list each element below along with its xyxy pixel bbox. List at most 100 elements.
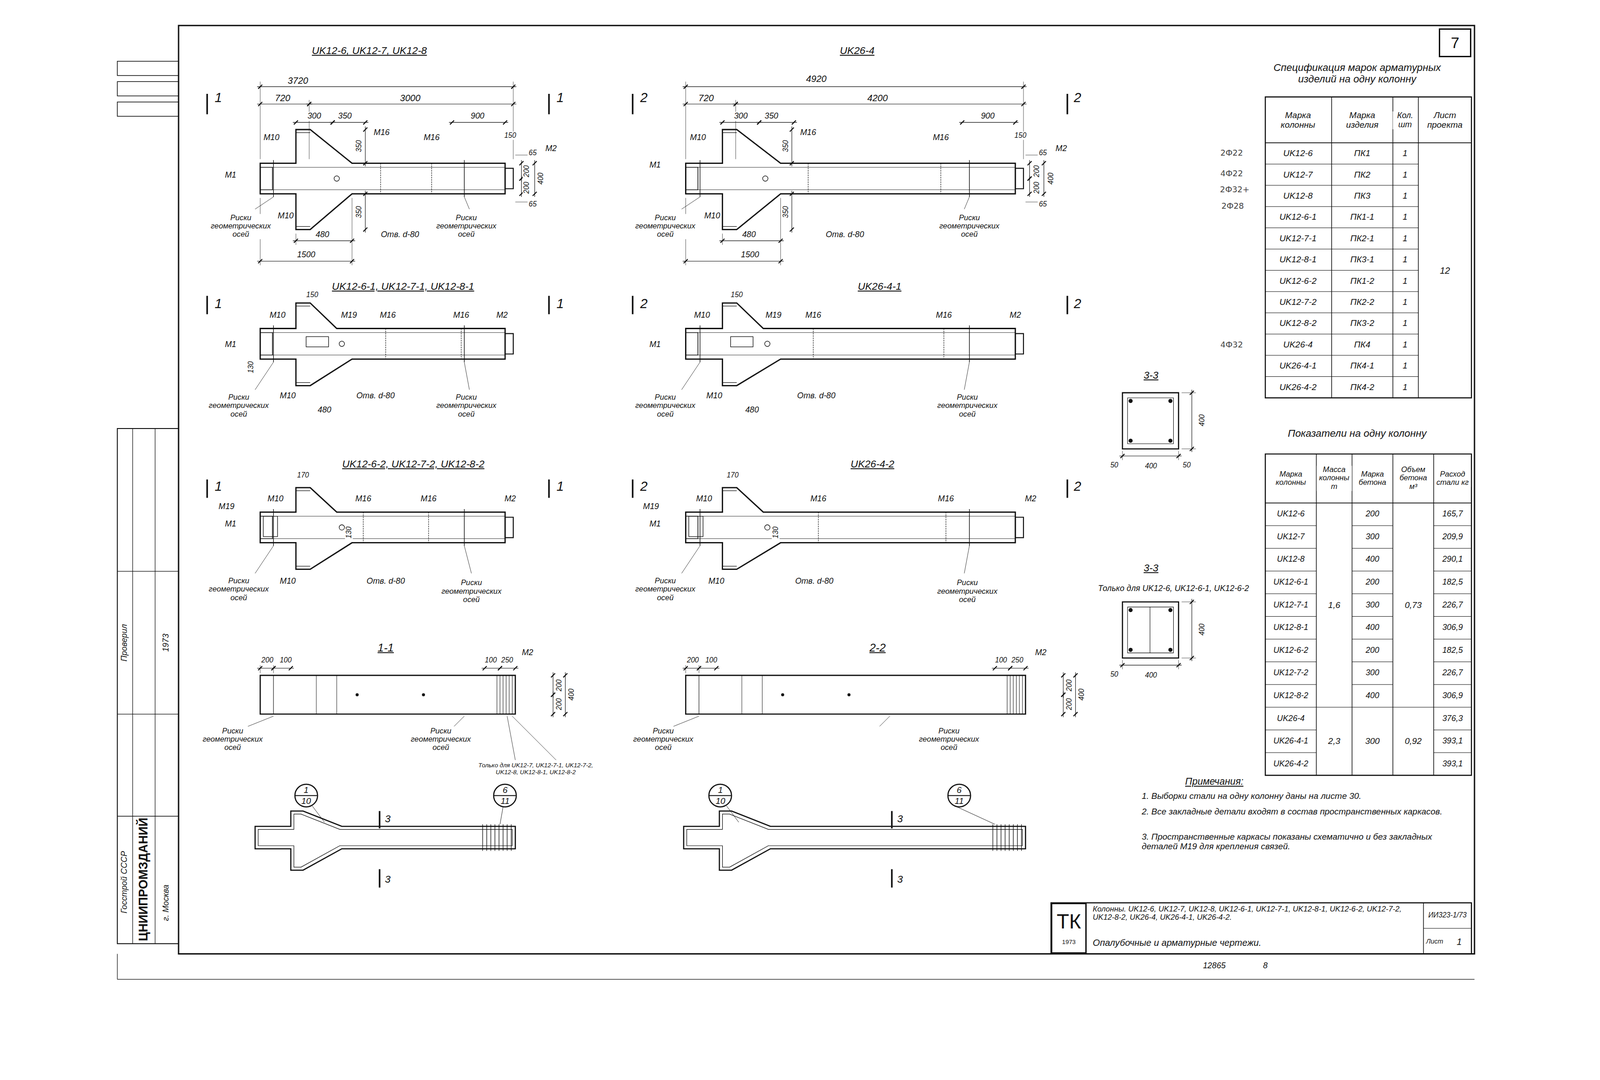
drawing-stroke — [1265, 376, 1419, 377]
drawing-stroke — [1073, 712, 1078, 717]
drawing-stroke — [550, 712, 556, 717]
drawing-annotation: 200 — [555, 678, 564, 693]
drawing-stroke — [117, 61, 179, 76]
table-header: Расход стали кг — [1434, 470, 1471, 488]
note-text: 3. Пространственные каркасы показаны схе… — [1140, 832, 1459, 852]
drawing-stroke — [681, 545, 701, 574]
drawing-stroke — [378, 869, 381, 888]
table-cell: UK26-4 — [1282, 339, 1314, 350]
table-cell: 306,9 — [1441, 623, 1464, 633]
drawing-stroke — [698, 665, 700, 674]
drawing-stroke — [260, 81, 261, 159]
drawing-stroke — [117, 713, 179, 715]
drawing-annotation: Отв. d-80 — [794, 576, 835, 587]
node-text: ТК — [1056, 911, 1082, 933]
callout-ring — [493, 784, 517, 807]
table-cell: ПК4 — [1353, 339, 1372, 350]
drawing-annotation: 100 — [994, 656, 1008, 664]
drawing-stroke — [499, 675, 501, 715]
callout-divider — [709, 795, 731, 797]
drawing-stroke — [1025, 154, 1038, 156]
drawing-stroke — [761, 675, 763, 715]
drawing-stroke — [363, 161, 368, 166]
table-cell: 300 — [1364, 669, 1381, 679]
drawing-stroke — [272, 354, 506, 356]
drawing-annotation: 3000 — [398, 92, 422, 104]
drawing-annotation: 150 — [1013, 131, 1028, 140]
drawing-annotation: 400 — [1077, 687, 1086, 702]
drawing-stroke — [699, 509, 701, 546]
drawing-stroke — [532, 161, 537, 166]
section-mark: 3 — [384, 874, 392, 886]
drawing-stroke — [272, 509, 274, 546]
drawing-annotation: UK12-6-2, UK12-7-2, UK12-8-2 — [341, 458, 486, 471]
drawing-annotation: 1 — [555, 90, 565, 106]
drawing-annotation: M10 — [689, 133, 708, 143]
drawing-annotation: Риски геометрических осей — [934, 579, 1000, 605]
node-text: 11 — [954, 797, 964, 806]
drawing-annotation: 250 — [1010, 656, 1025, 664]
drawing-stroke — [272, 167, 506, 168]
drawing-stroke — [272, 332, 506, 333]
drawing-stroke — [307, 102, 312, 107]
drawing-stroke — [1015, 517, 1024, 539]
drawing-annotation: M16 — [799, 128, 817, 138]
drawing-annotation: 100 — [704, 656, 719, 664]
drawing-stroke — [1265, 661, 1317, 663]
drawing-stroke — [683, 84, 688, 89]
drawing-annotation: M16 — [422, 133, 441, 143]
drawing-stroke — [273, 665, 274, 674]
node-text: 10 — [715, 797, 726, 806]
drawing-stroke — [295, 305, 311, 307]
drawing-annotation: UK26-4 — [838, 45, 876, 57]
drawing-stroke — [305, 103, 517, 105]
drawing-stroke — [1265, 548, 1317, 549]
drawing-stroke — [1316, 454, 1318, 776]
drawing-annotation: Риски геометрических осей — [438, 579, 504, 605]
title-block-text: 12865 — [1202, 961, 1227, 971]
drawing-annotation: 480 — [316, 405, 333, 415]
drawing-stroke — [503, 120, 508, 125]
drawing-stroke — [945, 512, 947, 544]
drawing-stroke — [508, 675, 510, 715]
table-header: Объем бетона м³ — [1393, 465, 1433, 491]
drawing-stroke — [685, 675, 1026, 715]
drawing-annotation: M16 — [378, 310, 397, 321]
drawing-annotation: 2 — [1072, 479, 1083, 495]
drawing-annotation: Риски геометрических осей — [433, 393, 499, 419]
callout-ring — [294, 784, 318, 807]
drawing-stroke — [1000, 824, 1002, 851]
drawing-annotation: 200 — [1032, 164, 1041, 179]
drawing-stroke — [1433, 707, 1472, 708]
table-title: Показатели на одну колонну — [1286, 428, 1428, 440]
drawing-stroke — [891, 811, 893, 829]
drawing-annotation: M10 — [266, 494, 285, 504]
drawing-stroke — [697, 332, 1016, 333]
drawing-annotation: M10 — [262, 133, 281, 143]
drawing-stroke — [1041, 191, 1046, 196]
drawing-stroke — [363, 191, 368, 196]
drawing-stroke — [454, 716, 465, 727]
drawing-stroke — [818, 512, 819, 544]
drawing-stroke — [1017, 824, 1018, 851]
drawing-stroke — [305, 336, 329, 347]
table-cell: UK12-6 — [1276, 509, 1306, 519]
drawing-stroke — [682, 261, 784, 262]
drawing-stroke — [272, 189, 506, 191]
drawing-stroke — [461, 328, 462, 360]
table-cell: 1 — [1401, 297, 1409, 308]
drawing-stroke — [1265, 185, 1419, 186]
drawing-stroke — [683, 811, 1026, 871]
drawing-stroke — [1265, 639, 1317, 640]
stamp-text: Проверил — [119, 623, 130, 663]
drawing-annotation: 900 — [979, 111, 996, 121]
drawing-annotation: M16 — [354, 494, 373, 504]
drawing-annotation: Риски геометрических осей — [206, 576, 272, 603]
drawing-stroke — [741, 675, 742, 715]
drawing-stroke — [339, 341, 345, 347]
drawing-stroke — [363, 512, 364, 544]
drawing-stroke — [1191, 389, 1192, 452]
drawing-annotation: M2 — [1023, 494, 1038, 504]
table-cell: UK12-7-1 — [1278, 233, 1318, 244]
rebar-dot — [1168, 398, 1173, 403]
